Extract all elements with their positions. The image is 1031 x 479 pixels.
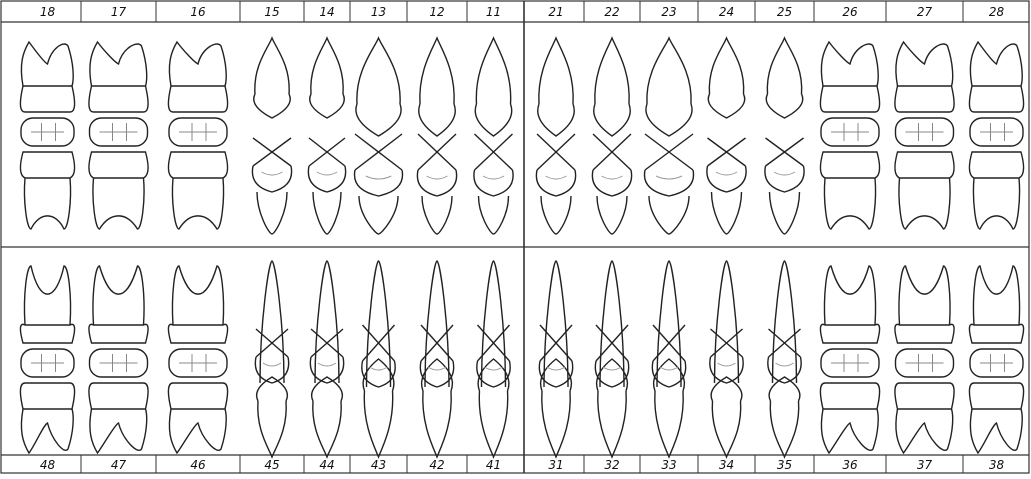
tooth-number: 46 <box>183 459 213 471</box>
tooth-number: 26 <box>835 6 865 18</box>
canine-tooth <box>362 261 395 457</box>
premolar-tooth <box>252 38 291 234</box>
incisor-tooth <box>417 38 456 234</box>
molar-tooth <box>89 266 148 453</box>
premolar-tooth <box>765 38 804 234</box>
molar-tooth <box>820 42 879 229</box>
premolar-tooth <box>710 261 743 457</box>
molar-tooth <box>89 42 148 229</box>
tooth-number: 47 <box>104 459 134 471</box>
tooth-number: 15 <box>257 6 287 18</box>
tooth-number: 35 <box>770 459 800 471</box>
tooth-number: 17 <box>104 6 134 18</box>
tooth-number: 12 <box>422 6 452 18</box>
premolar-tooth <box>255 261 288 457</box>
tooth-number: 23 <box>654 6 684 18</box>
tooth-number: 45 <box>257 459 287 471</box>
tooth-number: 16 <box>183 6 213 18</box>
tooth-number: 38 <box>982 459 1012 471</box>
molar-tooth <box>969 266 1023 453</box>
tooth-number: 36 <box>835 459 865 471</box>
molar-tooth <box>895 266 954 453</box>
tooth-number: 21 <box>541 6 571 18</box>
tooth-number: 48 <box>33 459 63 471</box>
molar-tooth <box>168 266 227 453</box>
canine-tooth <box>354 38 402 234</box>
tooth-number: 22 <box>597 6 627 18</box>
incisor-tooth <box>539 261 572 457</box>
premolar-tooth <box>308 38 345 234</box>
molar-tooth <box>20 42 74 229</box>
molar-tooth <box>168 42 227 229</box>
incisor-tooth <box>477 261 510 457</box>
incisor-tooth <box>474 38 513 234</box>
tooth-number: 13 <box>364 6 394 18</box>
tooth-number: 24 <box>712 6 742 18</box>
molar-tooth <box>969 42 1023 229</box>
tooth-number: 18 <box>33 6 63 18</box>
molar-tooth <box>20 266 74 453</box>
canine-tooth <box>645 38 694 234</box>
tooth-number: 44 <box>312 459 342 471</box>
incisor-tooth <box>595 261 628 457</box>
tooth-number: 37 <box>910 459 940 471</box>
tooth-number: 33 <box>654 459 684 471</box>
tooth-number: 14 <box>312 6 342 18</box>
molar-tooth <box>895 42 954 229</box>
incisor-tooth <box>592 38 631 234</box>
tooth-number: 27 <box>910 6 940 18</box>
canine-tooth <box>652 261 685 457</box>
premolar-tooth <box>707 38 746 234</box>
incisor-tooth <box>536 38 575 234</box>
tooth-number: 11 <box>479 6 509 18</box>
tooth-number: 28 <box>982 6 1012 18</box>
tooth-number: 25 <box>770 6 800 18</box>
tooth-number: 41 <box>479 459 509 471</box>
incisor-tooth <box>420 261 453 457</box>
premolar-tooth <box>310 261 343 457</box>
tooth-number: 32 <box>597 459 627 471</box>
tooth-number: 42 <box>422 459 452 471</box>
tooth-number: 34 <box>712 459 742 471</box>
tooth-number: 31 <box>541 459 571 471</box>
molar-tooth <box>820 266 879 453</box>
premolar-tooth <box>768 261 801 457</box>
tooth-number: 43 <box>364 459 394 471</box>
